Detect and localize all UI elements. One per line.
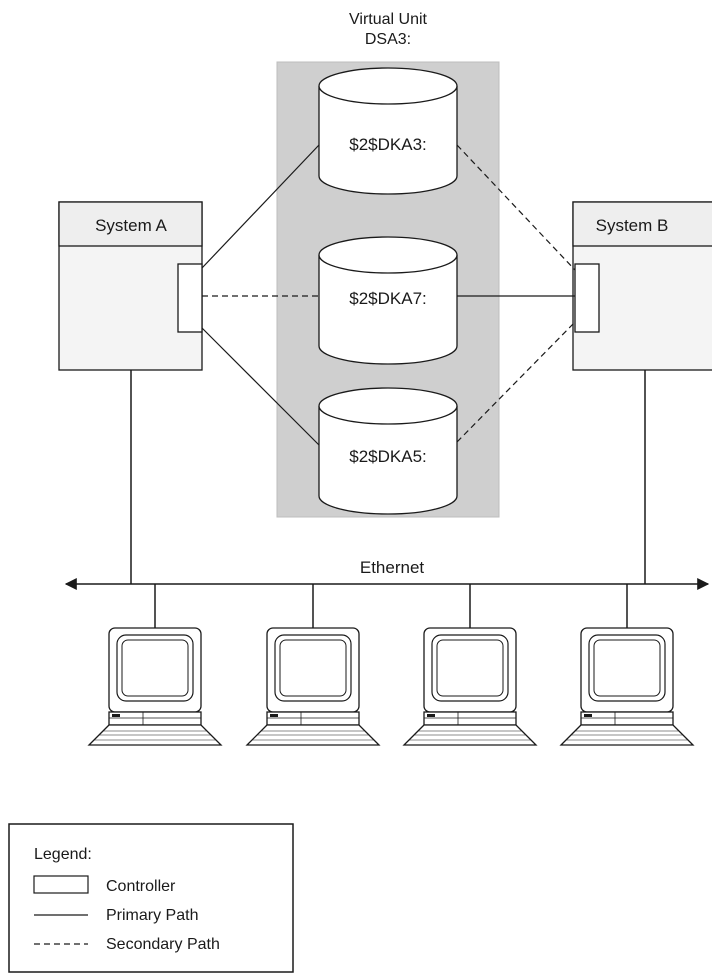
disk-dka3: $2$DKA3:	[318, 67, 458, 195]
system-a: System A	[58, 201, 203, 371]
legend-box	[8, 823, 294, 973]
legend-controller-label: Controller	[106, 878, 176, 895]
system-b-label: System B	[596, 216, 669, 235]
disk-label-3: $2$DKA5:	[349, 447, 427, 466]
legend: Legend: Controller Primary Path Secondar…	[8, 823, 294, 973]
disk-dka7: $2$DKA7:	[318, 236, 458, 365]
workstation-icon	[559, 627, 695, 746]
virtual-unit-title: Virtual Unit	[349, 11, 428, 28]
legend-controller-symbol	[33, 875, 89, 894]
system-a-controller	[177, 263, 203, 333]
paths	[201, 144, 576, 446]
secondary-path-b-dka3	[456, 144, 576, 271]
system-b: System B	[572, 201, 712, 371]
disk-dka5: $2$DKA5:	[318, 387, 458, 515]
disk-label-2: $2$DKA7:	[349, 289, 427, 308]
system-b-controller	[574, 263, 600, 333]
legend-primary-label: Primary Path	[106, 907, 198, 924]
workstation-icon	[245, 627, 381, 746]
primary-path-a-dka5	[201, 327, 320, 446]
legend-title: Legend:	[34, 846, 92, 863]
system-a-label: System A	[95, 216, 167, 235]
workstation-icon	[87, 627, 223, 746]
ethernet	[64, 370, 710, 628]
ethernet-label: Ethernet	[360, 558, 425, 577]
disk-label-1: $2$DKA3:	[349, 135, 427, 154]
primary-path-a-dka3	[201, 144, 320, 269]
legend-secondary-label: Secondary Path	[106, 936, 220, 953]
virtual-unit-name: DSA3:	[365, 31, 411, 48]
secondary-path-b-dka5	[456, 321, 576, 443]
workstation-icon	[402, 627, 538, 746]
